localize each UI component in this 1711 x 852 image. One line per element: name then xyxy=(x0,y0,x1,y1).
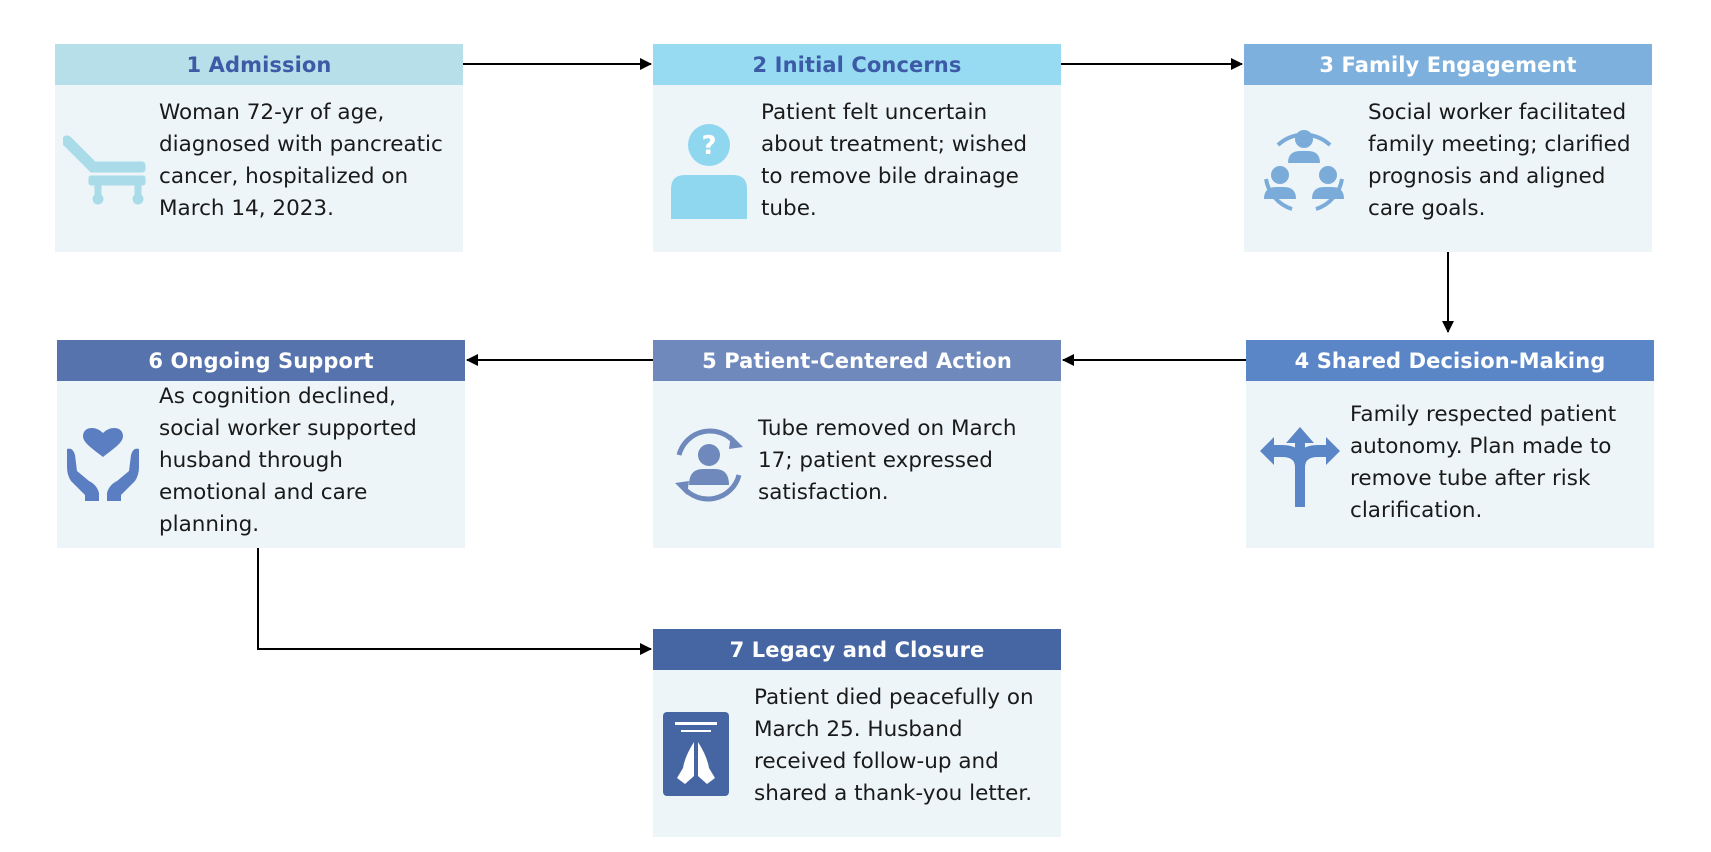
step-title: 5 Patient-Centered Action xyxy=(653,340,1061,381)
step-description: Tube removed on March 17; patient expres… xyxy=(758,413,1016,509)
text-line: Family respected patient xyxy=(1350,402,1617,427)
step-7-legacy-and-closure: 7 Legacy and Closure Patient died peacef… xyxy=(653,629,1061,837)
text-line: Patient died peacefully on xyxy=(754,685,1034,710)
text-line: Tube removed on March xyxy=(758,416,1017,441)
text-line: satisfaction. xyxy=(758,480,889,505)
text-line: tube. xyxy=(761,196,817,221)
split-arrows-icon xyxy=(1260,427,1340,507)
step-description: Patient died peacefully on March 25. Hus… xyxy=(754,682,1034,810)
text-line: social worker supported xyxy=(159,416,417,441)
text-line: Social worker facilitated xyxy=(1368,100,1627,125)
step-5-patient-centered-action: 5 Patient-Centered Action Tube removed o… xyxy=(653,340,1061,548)
text-line: family meeting; clarified xyxy=(1368,132,1631,157)
text-line: remove tube after risk xyxy=(1350,466,1591,491)
hospital-bed-icon xyxy=(63,135,146,205)
text-line: As cognition declined, xyxy=(159,384,396,409)
step-6-ongoing-support: 6 Ongoing Support As cognition declined,… xyxy=(57,340,465,548)
step-title: 3 Family Engagement xyxy=(1244,44,1652,85)
text-line: planning. xyxy=(159,512,260,537)
step-description: Patient felt uncertain about treatment; … xyxy=(761,97,1027,225)
text-line: 17; patient expressed xyxy=(758,448,993,473)
step-description: Social worker facilitated family meeting… xyxy=(1368,97,1631,225)
step-description: Family respected patient autonomy. Plan … xyxy=(1350,399,1616,527)
text-line: March 25. Husband xyxy=(754,717,963,742)
text-line: diagnosed with pancreatic xyxy=(159,132,443,157)
arrow-6-to-7 xyxy=(257,548,652,655)
praying-hands-icon xyxy=(663,712,729,796)
text-line: about treatment; wished xyxy=(761,132,1028,157)
text-line: Patient felt uncertain xyxy=(761,100,988,125)
person-cycle-icon xyxy=(675,428,743,502)
text-line: Woman 72-yr of age, xyxy=(159,100,385,125)
text-line: shared a thank-you letter. xyxy=(754,781,1033,806)
group-cycle-icon xyxy=(1264,130,1344,211)
text-line: husband through xyxy=(159,448,343,473)
step-2-initial-concerns: 2 Initial Concerns ? Patient felt uncert… xyxy=(653,44,1061,252)
person-question-icon: ? xyxy=(671,124,747,219)
text-line: March 14, 2023. xyxy=(159,196,334,221)
text-line: to remove bile drainage xyxy=(761,164,1019,189)
text-line: cancer, hospitalized on xyxy=(159,164,409,189)
step-title: 1 Admission xyxy=(55,44,463,85)
text-line: emotional and care xyxy=(159,480,368,505)
heart-hands-icon xyxy=(67,427,139,501)
step-title: 2 Initial Concerns xyxy=(653,44,1061,85)
step-4-shared-decision-making: 4 Shared Decision-Making Family respecte… xyxy=(1246,340,1654,548)
text-line: autonomy. Plan made to xyxy=(1350,434,1612,459)
step-1-admission: 1 Admission Woman 72-yr of age, diagnose… xyxy=(55,44,463,252)
step-description: Woman 72-yr of age, diagnosed with pancr… xyxy=(159,97,443,225)
step-title: 7 Legacy and Closure xyxy=(653,629,1061,670)
text-line: clarification. xyxy=(1350,498,1483,523)
step-description: As cognition declined, social worker sup… xyxy=(159,381,417,541)
step-title: 4 Shared Decision-Making xyxy=(1246,340,1654,381)
text-line: care goals. xyxy=(1368,196,1486,221)
text-line: received follow-up and xyxy=(754,749,999,774)
text-line: prognosis and aligned xyxy=(1368,164,1606,189)
step-3-family-engagement: 3 Family Engagement Social worker facili… xyxy=(1244,44,1652,252)
svg-text:?: ? xyxy=(701,131,716,161)
step-title: 6 Ongoing Support xyxy=(57,340,465,381)
